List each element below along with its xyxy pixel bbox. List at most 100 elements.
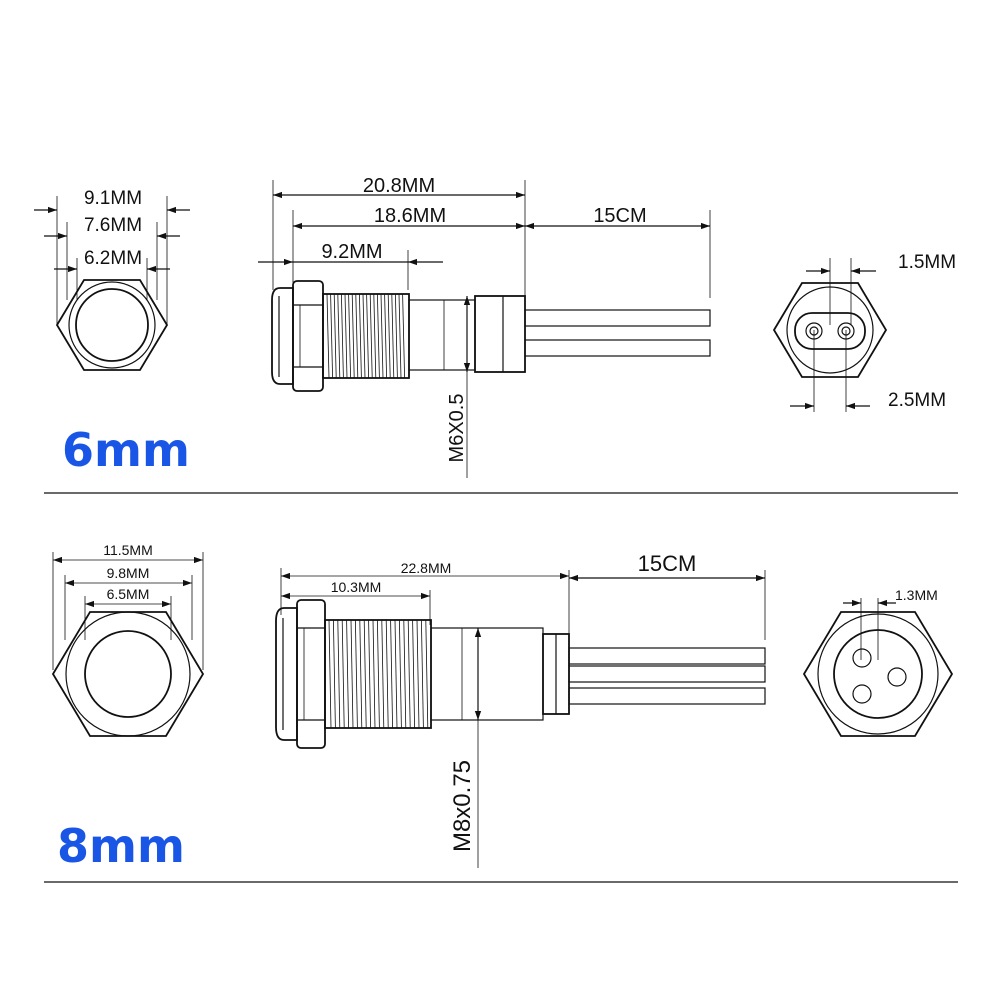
thread-line: [403, 619, 407, 729]
dim-thread-6mm: 9.2MM: [321, 241, 382, 263]
thread-line: [373, 293, 377, 379]
side-view-6mm: 20.8MM 18.6MM 15CM 9.2MM: [258, 175, 711, 478]
thread-line: [385, 619, 389, 729]
thread-line: [344, 293, 348, 379]
wire-1: [568, 647, 766, 665]
thread-line: [402, 293, 405, 379]
thread-line: [337, 293, 341, 379]
hex-nut-outline: [51, 611, 205, 737]
wire-2: [568, 665, 766, 683]
thread-line: [362, 293, 366, 379]
thread-line: [359, 619, 363, 729]
thread-line: [333, 293, 337, 379]
thread-lines: [328, 619, 429, 729]
thread-line: [341, 619, 345, 729]
pin-2: [837, 322, 855, 340]
thread-line: [369, 293, 373, 379]
wire-2: [524, 339, 711, 357]
button-cap: [271, 287, 294, 385]
dim-middle-8mm: 9.8MM: [107, 565, 150, 581]
thread-line: [350, 619, 354, 729]
thread-line: [363, 619, 367, 729]
bezel-ring: [65, 611, 191, 737]
pin-1: [805, 322, 823, 340]
dim-pin-gap-6mm: 1.5MM: [898, 252, 956, 273]
thread-line: [341, 293, 344, 379]
section-6mm: 9.1MM 7.6MM 6.2MM 20.8MM 18.6MM 15CM 9.2…: [34, 175, 958, 494]
dim-body-6mm: 18.6MM: [374, 205, 446, 227]
pin-2: [887, 667, 907, 687]
terminal-insulator: [833, 629, 923, 719]
thread-line: [416, 619, 420, 729]
thread-lines: [326, 293, 405, 379]
thread-line: [372, 619, 376, 729]
thread-line: [326, 293, 330, 379]
hex-nut-back: [802, 611, 954, 737]
thread-line: [333, 619, 336, 729]
dim-wire-8mm: 15CM: [638, 551, 697, 576]
thread-line: [387, 293, 391, 379]
pin-1: [852, 648, 872, 668]
pin-3: [852, 684, 872, 704]
thread-line: [359, 293, 362, 379]
side-view-8mm: 22.8MM 10.3MM 15CM: [275, 551, 766, 868]
thread-line: [412, 619, 415, 729]
back-view-6mm: 1.5MM 2.5MM: [772, 252, 956, 412]
front-view-6mm: 9.1MM 7.6MM 6.2MM: [34, 188, 190, 371]
terminal-insulator: [794, 312, 866, 350]
thread-line: [407, 619, 411, 729]
thread-line: [381, 619, 385, 729]
thread-line: [399, 619, 402, 729]
bezel-ring: [68, 281, 156, 369]
thread-line: [368, 619, 371, 729]
size-label-8mm: 8mm: [57, 819, 185, 873]
size-label-6mm: 6mm: [62, 423, 190, 477]
dim-pin-span-6mm: 2.5MM: [888, 390, 946, 411]
dim-inner-8mm: 6.5MM: [107, 586, 150, 602]
thread-line: [394, 619, 398, 729]
thread-spec-6mm: M6X0.5: [446, 394, 468, 463]
dim-pin-gap-8mm: 1.3MM: [895, 587, 938, 603]
button-cap: [275, 607, 298, 741]
front-view-8mm: 11.5MM 9.8MM 6.5MM: [51, 542, 205, 737]
thread-line: [355, 619, 358, 729]
hex-nut-outline: [55, 279, 169, 371]
thread-line: [351, 293, 355, 379]
thread-line: [377, 619, 380, 729]
hex-nut: [292, 280, 324, 392]
dim-overall-6mm: 20.8MM: [363, 175, 435, 197]
thread-line: [377, 293, 380, 379]
thread-line: [366, 293, 369, 379]
thread-line: [346, 619, 349, 729]
hex-nut: [296, 599, 326, 749]
thread-line: [391, 293, 395, 379]
dim-middle-6mm: 7.6MM: [84, 215, 142, 236]
terminal-base: [474, 295, 526, 373]
thread-line: [395, 293, 398, 379]
dim-overall-8mm: 22.8MM: [401, 560, 452, 576]
thread-line: [330, 293, 333, 379]
thread-line: [384, 293, 387, 379]
dim-inner-6mm: 6.2MM: [84, 248, 142, 269]
hex-nut-back: [772, 282, 888, 378]
thread-line: [398, 293, 402, 379]
wire-3: [568, 687, 766, 705]
thread-line: [425, 619, 429, 729]
dim-outer-6mm: 9.1MM: [84, 188, 142, 209]
thread-line: [380, 293, 384, 379]
thread-spec-8mm: M8x0.75: [449, 760, 476, 852]
thread-line: [355, 293, 359, 379]
dim-thread-8mm: 10.3MM: [331, 579, 382, 595]
dim-wire-6mm: 15CM: [593, 205, 646, 227]
dim-outer-8mm: 11.5MM: [103, 542, 153, 558]
section-8mm: 11.5MM 9.8MM 6.5MM 22.8MM 10.3MM 15CM: [44, 542, 958, 883]
button-face: [75, 288, 149, 362]
back-view-8mm: 1.3MM: [802, 587, 954, 737]
thread-line: [348, 293, 351, 379]
wire-1: [524, 309, 711, 327]
thread-line: [337, 619, 341, 729]
thread-line: [390, 619, 393, 729]
thread-line: [328, 619, 332, 729]
smooth-body: [408, 299, 476, 371]
